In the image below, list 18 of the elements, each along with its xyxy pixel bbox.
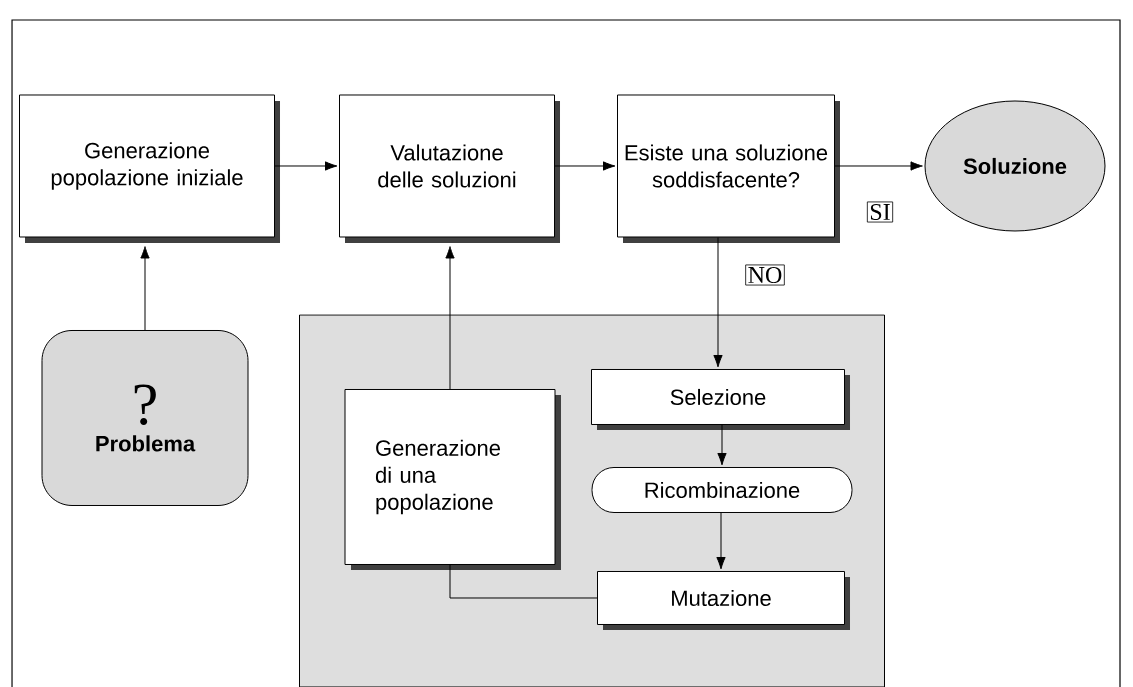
decision-box: Esiste una soluzione soddisfacente? [617, 94, 840, 243]
arrow [445, 246, 455, 390]
edge-label: SI [866, 201, 894, 223]
process-box: Selezione [591, 369, 850, 430]
arrow [554, 161, 616, 171]
arrow [140, 246, 150, 331]
arrow [834, 161, 923, 171]
arrow [716, 512, 726, 570]
arrow [274, 161, 338, 171]
process-box: Mutazione [597, 571, 850, 630]
process-box: Generazione popolazione iniziale [19, 94, 280, 243]
process-box: Generazione di una popolazione [344, 389, 561, 570]
arrow [717, 424, 727, 466]
arrow [713, 237, 723, 368]
problem-box: ? Problema [41, 330, 249, 506]
process-box: Ricombinazione [591, 467, 853, 513]
edge-label: NO [745, 264, 785, 286]
process-box: Valutazione delle soluzioni [339, 94, 560, 243]
